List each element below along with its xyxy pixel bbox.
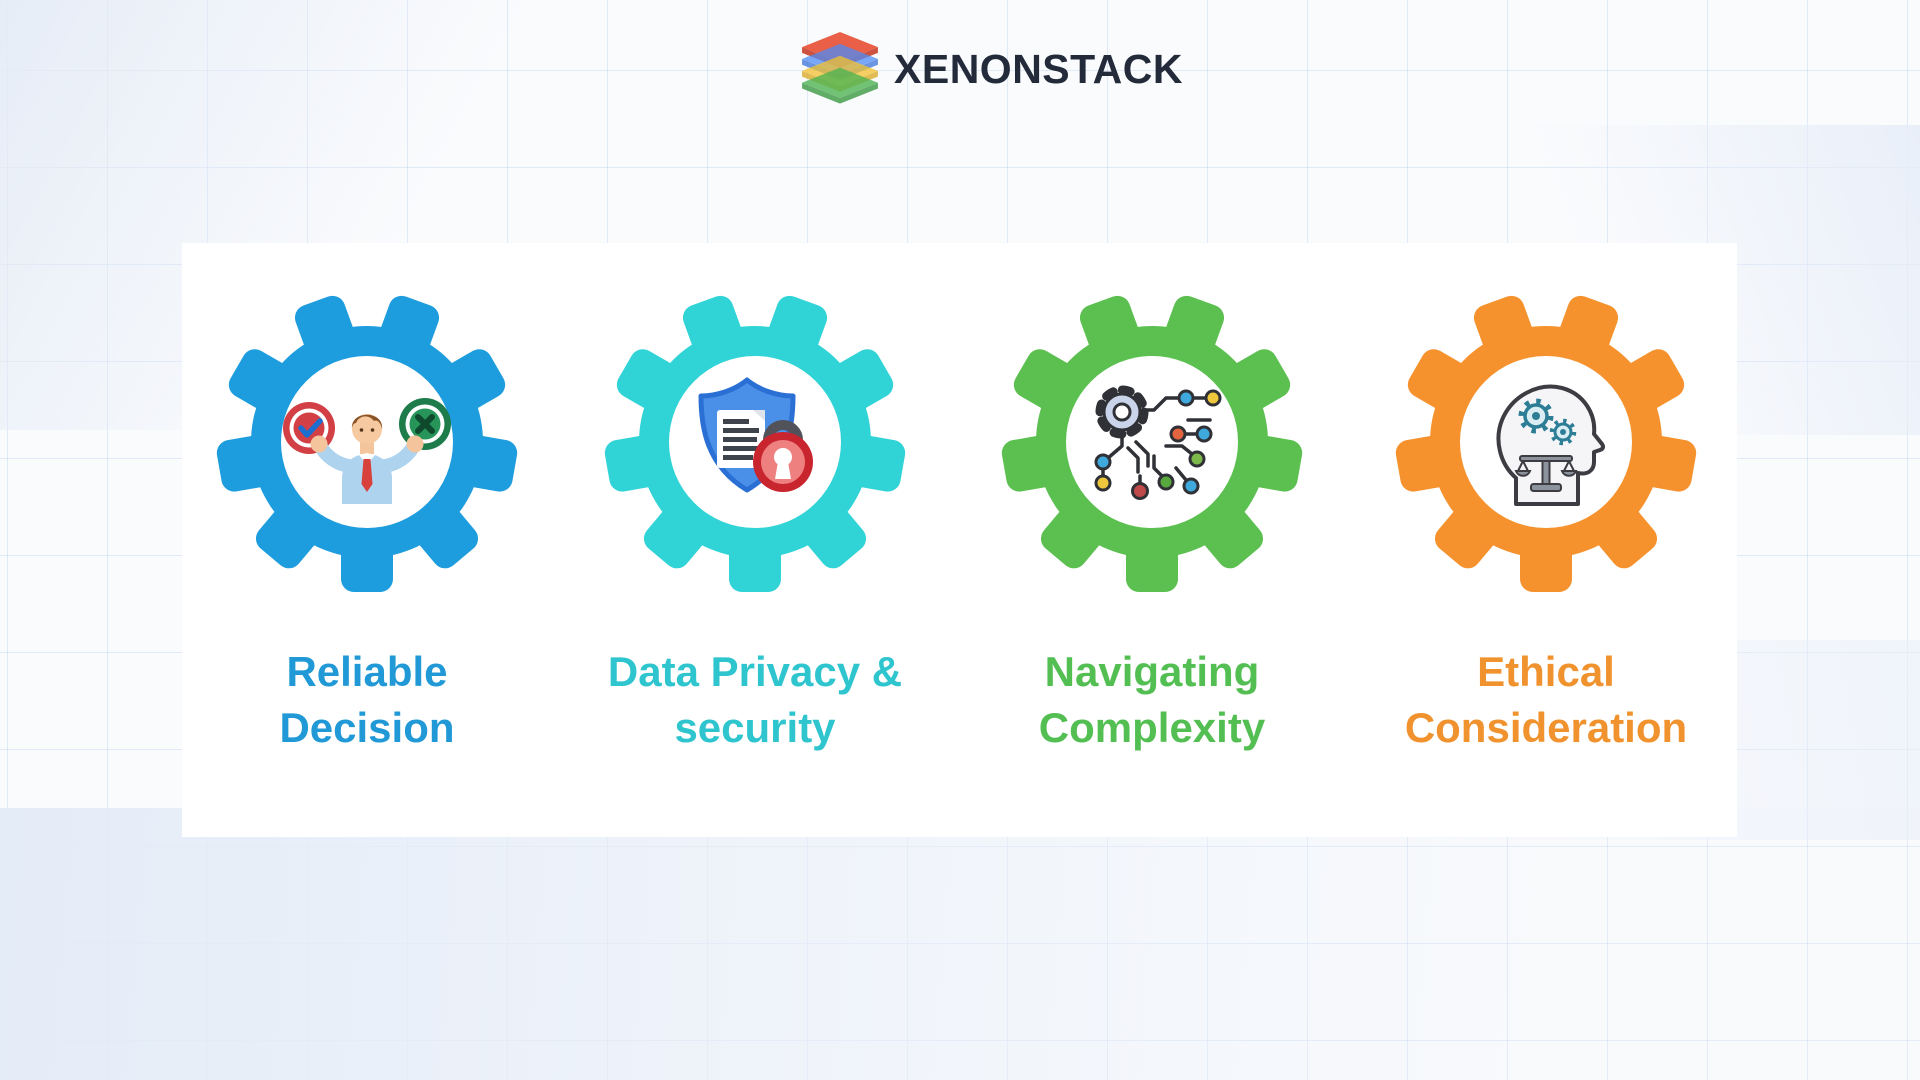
- feature-label: Ethical Consideration: [1316, 644, 1776, 756]
- feature-label-line2: Complexity: [1038, 704, 1266, 751]
- circuit-network-icon: [1094, 385, 1222, 500]
- feature-label-line2: Consideration: [1404, 704, 1688, 751]
- circuit-traces: [1101, 396, 1212, 486]
- person-figure: [310, 414, 424, 504]
- feature-label: Navigating Complexity: [922, 644, 1382, 756]
- feature-label-line2: security: [674, 704, 836, 751]
- brand-name: XENONSTACK: [894, 45, 1183, 92]
- feature-data-privacy-security: Data Privacy & security: [525, 290, 985, 756]
- circuit-nodes: [1094, 389, 1222, 500]
- ethics-head-icon: [1496, 384, 1606, 506]
- feature-label: Data Privacy & security: [525, 644, 985, 756]
- green-layer: [802, 67, 878, 104]
- feature-label: Reliable Decision: [137, 644, 597, 756]
- gear-graphic: [1395, 295, 1697, 592]
- mind-gear-large: [1518, 398, 1554, 434]
- shield-lock-icon: [698, 377, 813, 493]
- mind-gear-small: [1549, 418, 1577, 446]
- gear-hub: [1066, 356, 1238, 528]
- feature-label-line2: Decision: [279, 704, 455, 751]
- content-card: Reliable Decision: [182, 243, 1737, 837]
- xenonstack-logo-icon: [802, 32, 878, 104]
- padlock-glyph: [753, 420, 813, 492]
- feature-label-line1: Reliable: [286, 648, 448, 695]
- feature-label-line1: Navigating: [1044, 648, 1260, 695]
- document-glyph: [717, 410, 765, 468]
- small-gear-glyph: [1095, 385, 1149, 439]
- decision-person-icon: [283, 398, 451, 504]
- feature-navigating-complexity: Navigating Complexity: [922, 290, 1382, 756]
- feature-label-line1: Data Privacy &: [607, 648, 903, 695]
- feature-ethical-consideration: Ethical Consideration: [1316, 290, 1776, 756]
- brand-header: XENONSTACK: [798, 30, 1183, 108]
- balance-scale-glyph: [1514, 455, 1578, 492]
- gear-graphic: [604, 295, 906, 592]
- gear-graphic: [1001, 295, 1303, 592]
- gear-graphic: [216, 295, 518, 592]
- feature-label-line1: Ethical: [1477, 648, 1615, 695]
- feature-reliable-decision: Reliable Decision: [137, 290, 597, 756]
